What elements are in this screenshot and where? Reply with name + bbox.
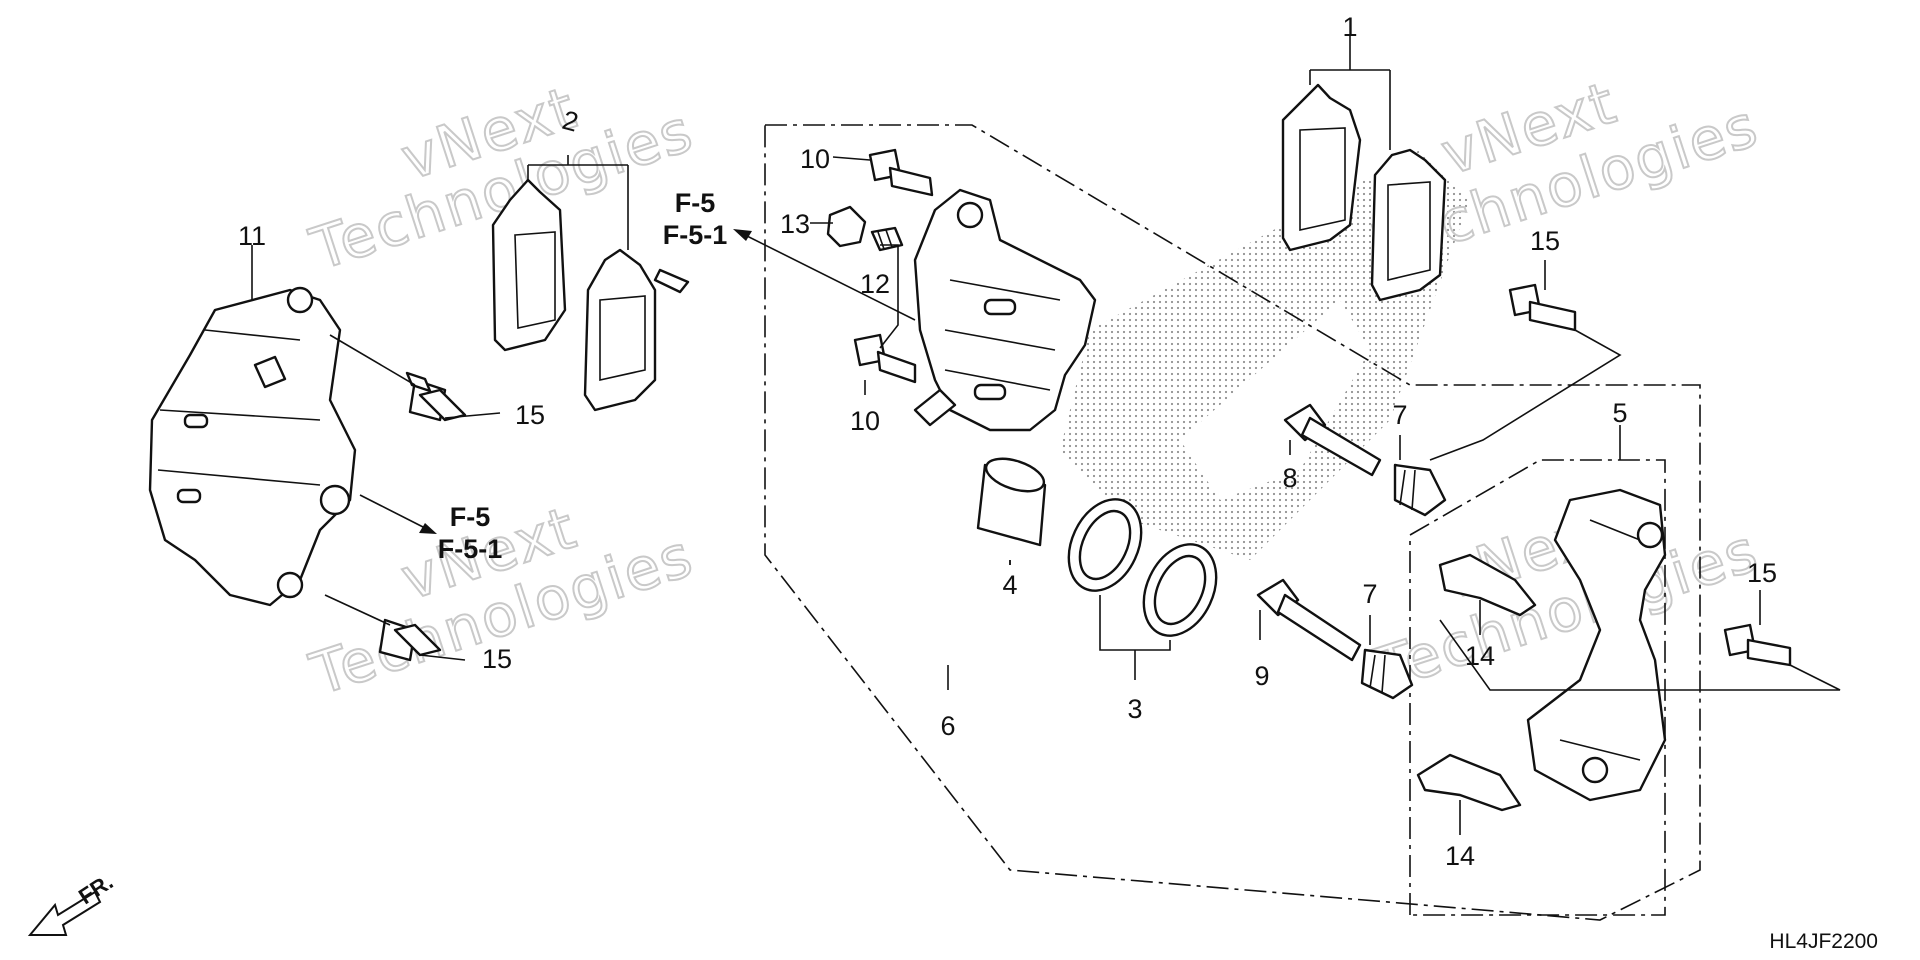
slide-pin-9 [1256, 578, 1362, 662]
reference-arrows [359, 229, 916, 534]
dust-seal-3 [1142, 543, 1218, 637]
callout-14-lower: 14 [1445, 841, 1475, 871]
callout-8: 8 [1282, 463, 1297, 493]
caliper-body-left [148, 286, 357, 607]
bolt-15-upper-right [1508, 283, 1577, 332]
bolt-15-lower-left [378, 618, 442, 662]
callout-7-upper: 7 [1392, 400, 1407, 430]
pad-spring-14-lower [1416, 753, 1522, 812]
bolt-10-upper [868, 148, 934, 197]
callout-15-left-lower: 15 [482, 644, 512, 674]
pin-boot-7-upper [1393, 463, 1447, 517]
callout-12: 12 [860, 269, 890, 299]
callout-10-upper: 10 [800, 144, 830, 174]
reference-label-lower: F-5 F-5-1 [438, 502, 503, 564]
brake-pad-1-front [1281, 83, 1362, 252]
callout-15-right-lower: 15 [1747, 558, 1777, 588]
callout-10-lower: 10 [850, 406, 880, 436]
callout-13: 13 [780, 209, 810, 239]
callout-1: 1 [1342, 12, 1357, 42]
front-direction-marker: FR. [27, 869, 117, 936]
callout-14-upper: 14 [1465, 641, 1495, 671]
callout-4: 4 [1002, 570, 1017, 600]
brake-pad-2-front [491, 178, 567, 352]
callout-5: 5 [1612, 398, 1627, 428]
bolt-15-upper-left [405, 371, 467, 422]
caliper-bracket-5 [1526, 488, 1667, 802]
bleeder-valve-13 [826, 205, 867, 248]
leader-lines [251, 35, 1841, 835]
stippled-logo-backdrop [1060, 150, 1470, 560]
callout-15-left-upper: 15 [515, 400, 545, 430]
bolt-10-lower [853, 333, 917, 384]
callout-11: 11 [238, 221, 266, 251]
reference-upper-line2: F-5-1 [663, 220, 728, 250]
brake-pad-1-rear [1370, 148, 1447, 302]
reference-upper-line1: F-5 [675, 188, 716, 218]
pin-boot-7-lower [1360, 648, 1414, 700]
caliper-body-center [913, 188, 1097, 432]
bolt-15-lower-right [1723, 623, 1792, 667]
slide-pin-8 [1283, 403, 1382, 477]
reference-lower-line2: F-5-1 [438, 534, 503, 564]
piston-seal-3 [1067, 498, 1143, 592]
callout-labels: 1 2 3 4 5 6 7 7 8 9 10 10 11 12 13 14 14… [238, 12, 1777, 871]
callout-7-lower: 7 [1362, 579, 1377, 609]
callout-9: 9 [1254, 661, 1269, 691]
piston-4 [976, 457, 1047, 547]
callout-2: 2 [559, 105, 581, 138]
diagram-code: HL4JF2200 [1769, 930, 1878, 953]
callout-6: 6 [940, 711, 955, 741]
reference-lower-line1: F-5 [450, 502, 491, 532]
callout-15-right-upper: 15 [1530, 226, 1560, 256]
reference-label-upper: F-5 F-5-1 [663, 188, 728, 250]
assembly-boundary-lines [764, 124, 1701, 921]
callout-3: 3 [1127, 694, 1142, 724]
brake-pad-2-rear [583, 248, 690, 412]
pad-spring-14-upper [1438, 553, 1537, 617]
